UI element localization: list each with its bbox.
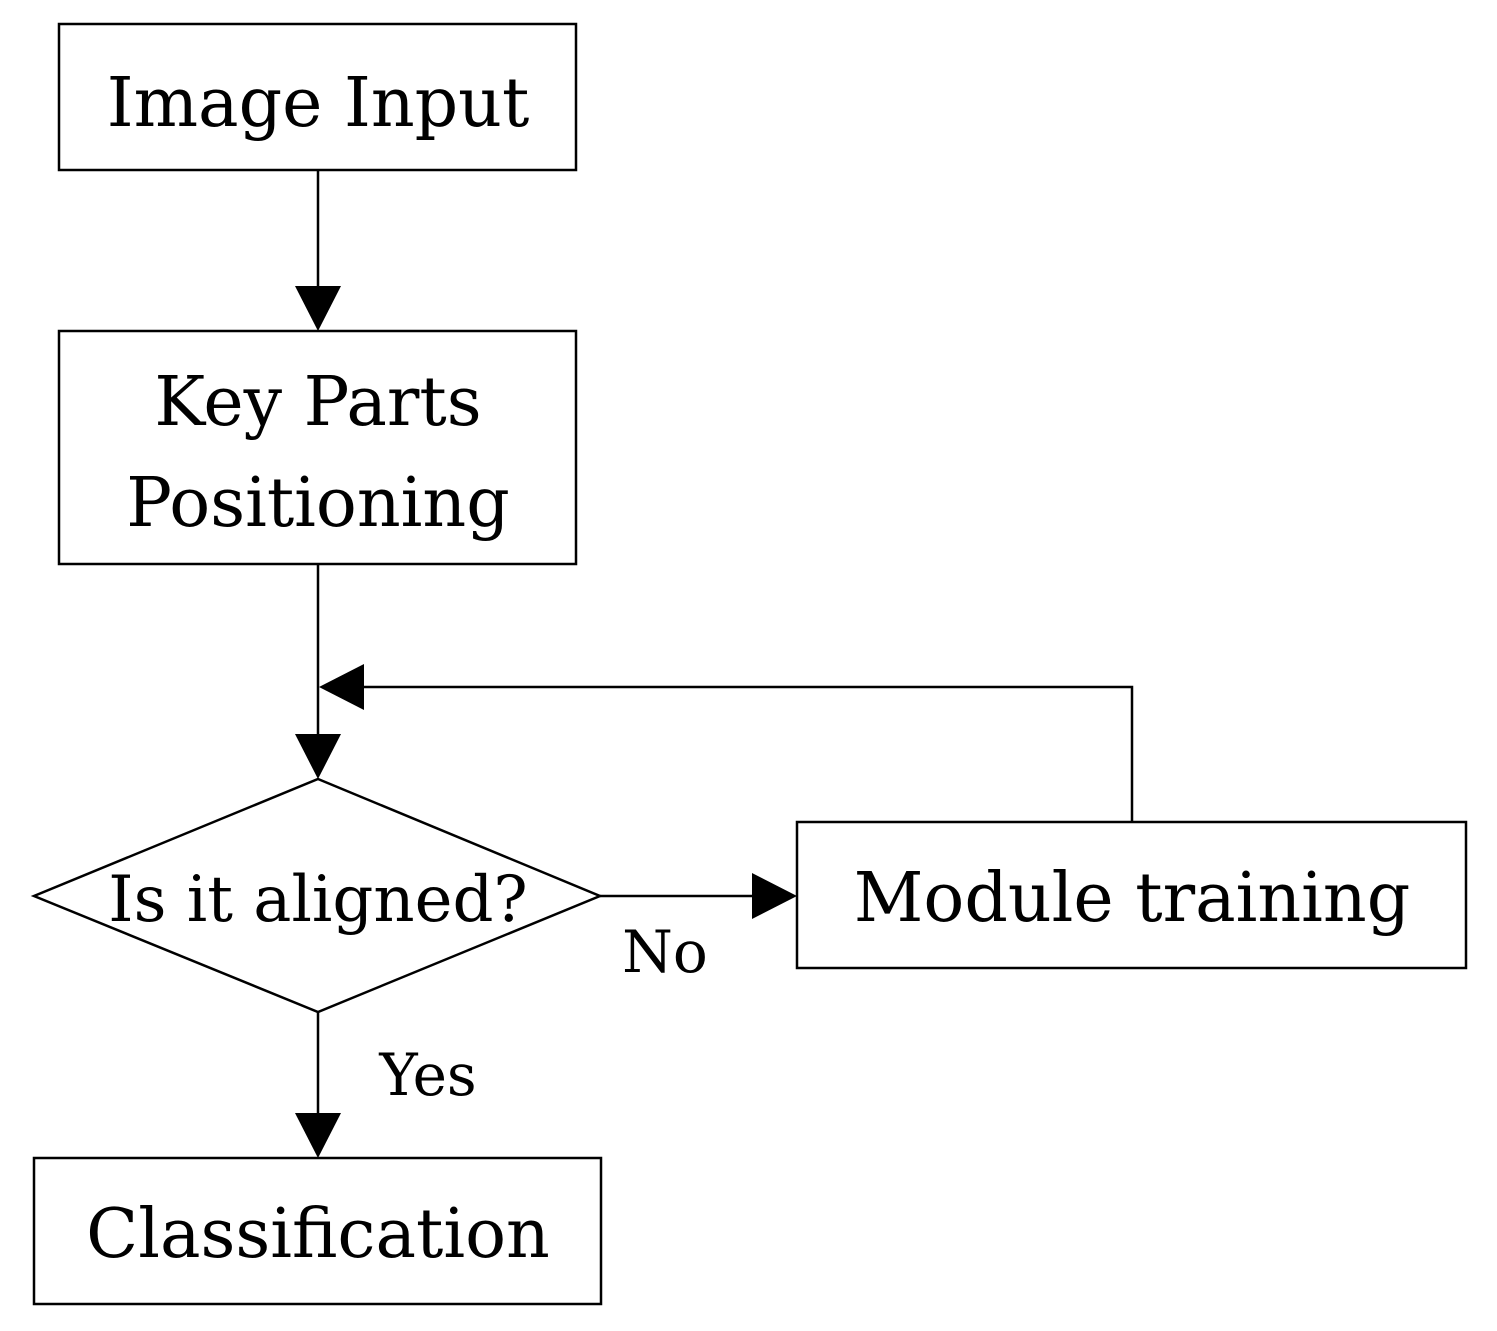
key-parts-label-line1: Key Parts: [154, 363, 481, 442]
node-key-parts-positioning: Key Parts Positioning: [57, 329, 578, 566]
yes-label: Yes: [378, 1041, 476, 1109]
key-parts-label-line2: Positioning: [126, 464, 509, 543]
feedback-line: [358, 685, 1134, 822]
edge-decision-to-classification: Yes: [295, 1012, 477, 1158]
image-input-label: Image Input: [107, 64, 530, 143]
edge-module-feedback: [319, 664, 1134, 822]
node-module-training: Module training: [795, 820, 1468, 970]
no-label: No: [622, 918, 708, 986]
arrowhead-left: [319, 664, 364, 710]
module-training-label: Module training: [854, 859, 1410, 938]
edge-decision-to-module: No: [600, 873, 797, 986]
arrowhead-down: [295, 734, 341, 779]
classification-label: Classification: [86, 1195, 550, 1274]
node-decision: Is it aligned?: [30, 777, 604, 1014]
arrowhead-right: [752, 873, 797, 919]
node-image-input: Image Input: [57, 22, 578, 172]
arrowhead-down: [295, 1113, 341, 1158]
classification-box: [32, 1156, 603, 1306]
arrowhead-down: [295, 286, 341, 331]
decision-label: Is it aligned?: [108, 863, 527, 937]
edge-input-to-keyparts: [295, 170, 341, 331]
edge-keyparts-to-decision: [295, 564, 341, 779]
node-classification: Classification: [32, 1156, 603, 1306]
